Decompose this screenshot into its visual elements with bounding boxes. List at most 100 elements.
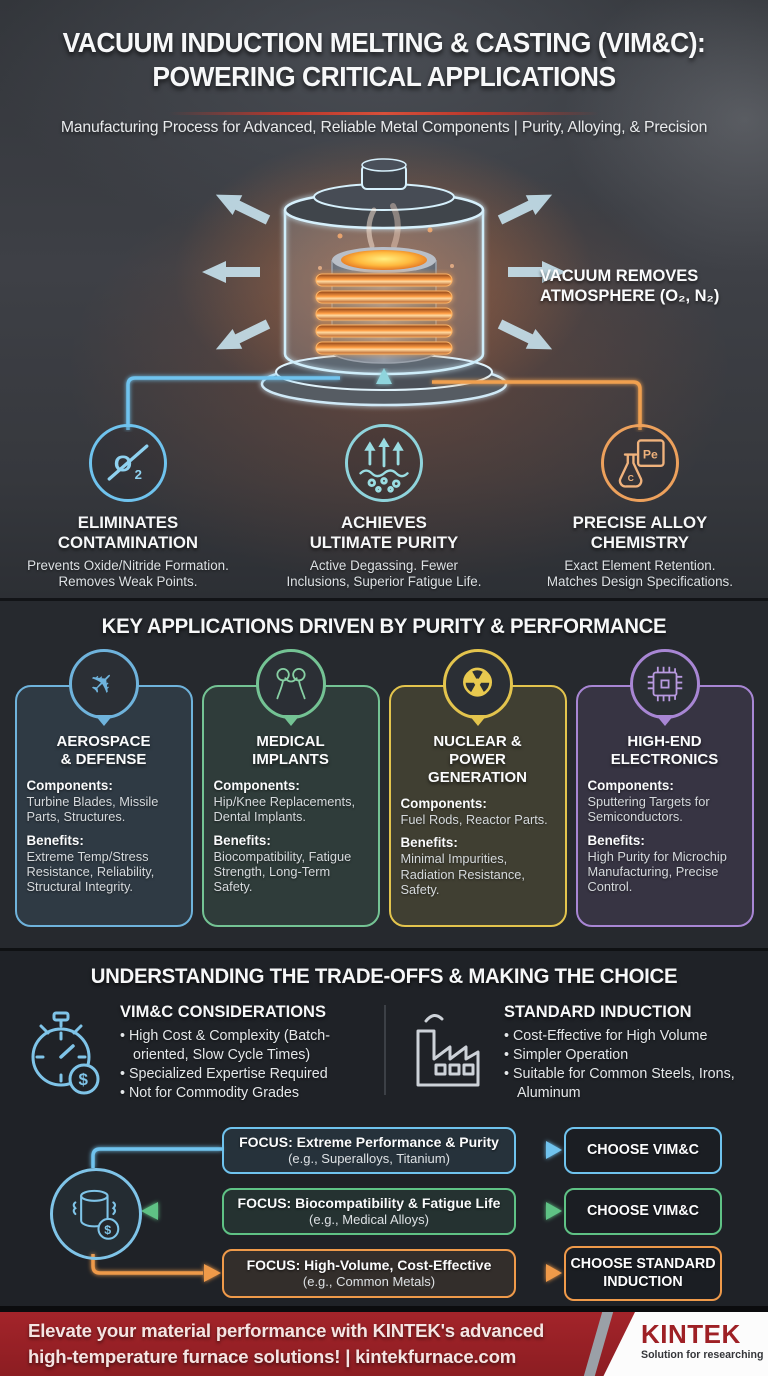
choose-vimc-button-2[interactable]: CHOOSE VIM&C bbox=[564, 1188, 722, 1235]
focus-text: FOCUS: Extreme Performance & Purity bbox=[239, 1133, 499, 1150]
focus-box-volume: FOCUS: High-Volume, Cost-Effective (e.g.… bbox=[222, 1249, 516, 1298]
list-item: Simpler Operation bbox=[504, 1046, 758, 1065]
connector-lines bbox=[126, 368, 642, 430]
tradeoffs-columns: $ VIM&C CONSIDERATIONS High Cost & Compl… bbox=[0, 1001, 768, 1103]
induction-coils bbox=[315, 273, 453, 355]
page-title: VACUUM INDUCTION MELTING & CASTING (VIM&… bbox=[62, 27, 706, 93]
card-box: AEROSPACE & DEFENSE Components: Turbine … bbox=[14, 685, 193, 927]
flow-lines bbox=[91, 1141, 562, 1282]
benefit-desc: Prevents Oxide/Nitride Formation. Remove… bbox=[27, 557, 229, 590]
list-item: Not for Commodity Grades bbox=[120, 1084, 374, 1103]
svg-text:Pe: Pe bbox=[643, 447, 658, 461]
alloy-chemistry-icon: Pe C bbox=[600, 424, 679, 502]
hip-implant-icon bbox=[255, 649, 326, 719]
components-text: Turbine Blades, Missile Parts, Structure… bbox=[26, 794, 159, 825]
benefit-desc: Active Degassing. Fewer Inclusions, Supe… bbox=[286, 557, 482, 590]
components-label: Components: bbox=[587, 778, 674, 793]
no-oxygen-icon: O 2 bbox=[88, 424, 167, 502]
vimc-title: VIM&C CONSIDERATIONS bbox=[120, 1003, 326, 1021]
vimc-considerations: $ VIM&C CONSIDERATIONS High Cost & Compl… bbox=[0, 1001, 384, 1103]
decision-flow: $ FOCUS: Extreme Performance & Purity (e… bbox=[0, 1115, 768, 1306]
card-pointer bbox=[94, 715, 113, 735]
benefits-label: Benefits: bbox=[26, 832, 84, 848]
list-item: Cost-Effective for High Volume bbox=[504, 1027, 758, 1046]
list-item: Specialized Expertise Required bbox=[120, 1065, 374, 1084]
card-nuclear: ☢ NUCLEAR & POWER GENERATION Components:… bbox=[388, 649, 567, 931]
benefit-desc: Exact Element Retention. Matches Design … bbox=[546, 557, 733, 590]
choose-vimc-button-1[interactable]: CHOOSE VIM&C bbox=[564, 1127, 722, 1174]
footer-message: Elevate your material performance with K… bbox=[28, 1320, 545, 1368]
choose-standard-button[interactable]: CHOOSE STANDARD INDUCTION bbox=[564, 1246, 722, 1301]
applications-heading: KEY APPLICATIONS DRIVEN BY PURITY & PERF… bbox=[101, 615, 667, 638]
card-aerospace: ✈ AEROSPACE & DEFENSE Components: Turbin… bbox=[14, 649, 193, 931]
steam-wisp bbox=[366, 207, 377, 249]
application-cards: ✈ AEROSPACE & DEFENSE Components: Turbin… bbox=[0, 649, 768, 931]
card-title: HIGH-END ELECTRONICS bbox=[610, 733, 719, 768]
benefit-title: ELIMINATES CONTAMINATION bbox=[57, 513, 199, 552]
factory-icon bbox=[394, 1001, 496, 1103]
benefits-text: High Purity for Microchip Manufacturing,… bbox=[587, 848, 727, 895]
svg-text:C: C bbox=[628, 473, 634, 483]
benefits-label: Benefits: bbox=[400, 835, 458, 851]
molten-metal bbox=[341, 250, 427, 270]
list-item: Suitable for Common Steels, Irons, Alumi… bbox=[504, 1065, 758, 1103]
focus-text: FOCUS: High-Volume, Cost-Effective bbox=[246, 1256, 492, 1273]
focus-example: (e.g., Medical Alloys) bbox=[309, 1212, 429, 1228]
components-label: Components: bbox=[400, 796, 487, 811]
benefits-text: Extreme Temp/Stress Resistance, Reliabil… bbox=[26, 848, 155, 895]
card-pointer bbox=[468, 715, 487, 735]
crucible-cost-icon: $ bbox=[50, 1168, 142, 1260]
vimc-list: High Cost & Complexity (Batch-oriented, … bbox=[120, 1027, 374, 1102]
benefits-row: O 2 ELIMINATES CONTAMINATION Prevents Ox… bbox=[0, 420, 768, 598]
card-title: MEDICAL IMPLANTS bbox=[252, 733, 329, 768]
focus-example: (e.g., Superalloys, Titanium) bbox=[288, 1151, 450, 1167]
benefit-title: PRECISE ALLOY CHEMISTRY bbox=[572, 513, 708, 552]
card-title: AEROSPACE & DEFENSE bbox=[56, 733, 151, 768]
vimc-text: VIM&C CONSIDERATIONS High Cost & Complex… bbox=[120, 1001, 374, 1103]
benefit-title: ACHIEVES ULTIMATE PURITY bbox=[309, 513, 459, 552]
svg-text:$: $ bbox=[79, 1070, 89, 1089]
stopwatch-cost-icon: $ bbox=[10, 1001, 112, 1103]
focus-text: FOCUS: Biocompatibility & Fatigue Life bbox=[237, 1194, 501, 1211]
hero-section: VACUUM INDUCTION MELTING & CASTING (VIM&… bbox=[0, 0, 768, 598]
footer-separator bbox=[0, 1306, 768, 1312]
components-text: Hip/Knee Replacements, Dental Implants. bbox=[213, 794, 356, 825]
column-divider bbox=[384, 1005, 386, 1095]
standard-list: Cost-Effective for High Volume Simpler O… bbox=[504, 1027, 758, 1102]
standard-text: STANDARD INDUCTION Cost-Effective for Hi… bbox=[504, 1001, 758, 1103]
focus-box-biocompatibility: FOCUS: Biocompatibility & Fatigue Life (… bbox=[222, 1188, 516, 1235]
radiation-icon: ☢ bbox=[442, 649, 513, 719]
card-title: NUCLEAR & POWER GENERATION bbox=[428, 733, 527, 786]
benefits-text: Minimal Impurities, Radiation Resistance… bbox=[400, 851, 525, 898]
footer: Elevate your material performance with K… bbox=[0, 1312, 768, 1376]
benefits-text: Biocompatibility, Fatigue Strength, Long… bbox=[213, 848, 352, 895]
standard-induction: STANDARD INDUCTION Cost-Effective for Hi… bbox=[384, 1001, 768, 1103]
benefits-label: Benefits: bbox=[587, 832, 645, 848]
tradeoffs-heading: UNDERSTANDING THE TRADE-OFFS & MAKING TH… bbox=[90, 965, 678, 988]
standard-title: STANDARD INDUCTION bbox=[504, 1003, 692, 1021]
card-pointer bbox=[281, 715, 300, 735]
benefit-contamination: O 2 ELIMINATES CONTAMINATION Prevents Ox… bbox=[0, 420, 256, 598]
microchip-icon bbox=[629, 649, 700, 719]
components-label: Components: bbox=[26, 778, 113, 793]
title-divider bbox=[169, 112, 599, 115]
components-text: Fuel Rods, Reactor Parts. bbox=[400, 812, 548, 827]
focus-box-performance: FOCUS: Extreme Performance & Purity (e.g… bbox=[222, 1127, 516, 1174]
svg-text:2: 2 bbox=[135, 467, 142, 482]
page-subtitle: Manufacturing Process for Advanced, Reli… bbox=[60, 119, 708, 136]
benefits-label: Benefits: bbox=[213, 832, 271, 848]
benefit-purity: ACHIEVES ULTIMATE PURITY Active Degassin… bbox=[256, 420, 512, 598]
kintek-logo: KINTEK bbox=[641, 1319, 741, 1349]
focus-example: (e.g., Common Metals) bbox=[302, 1274, 436, 1290]
card-medical: MEDICAL IMPLANTS Components: Hip/Knee Re… bbox=[201, 649, 380, 931]
applications-section: KEY APPLICATIONS DRIVEN BY PURITY & PERF… bbox=[0, 598, 768, 948]
fighter-jet-icon: ✈ bbox=[68, 649, 139, 719]
components-label: Components: bbox=[213, 778, 300, 793]
vacuum-label: VACUUM REMOVES ATMOSPHERE (O₂, N₂) bbox=[540, 267, 720, 306]
svg-text:$: $ bbox=[104, 1223, 111, 1237]
components-text: Sputtering Targets for Semiconductors. bbox=[587, 794, 710, 825]
kintek-logo-panel: KINTEK Solution for researching bbox=[603, 1312, 768, 1376]
degassing-icon bbox=[344, 424, 423, 502]
card-pointer bbox=[655, 715, 674, 735]
